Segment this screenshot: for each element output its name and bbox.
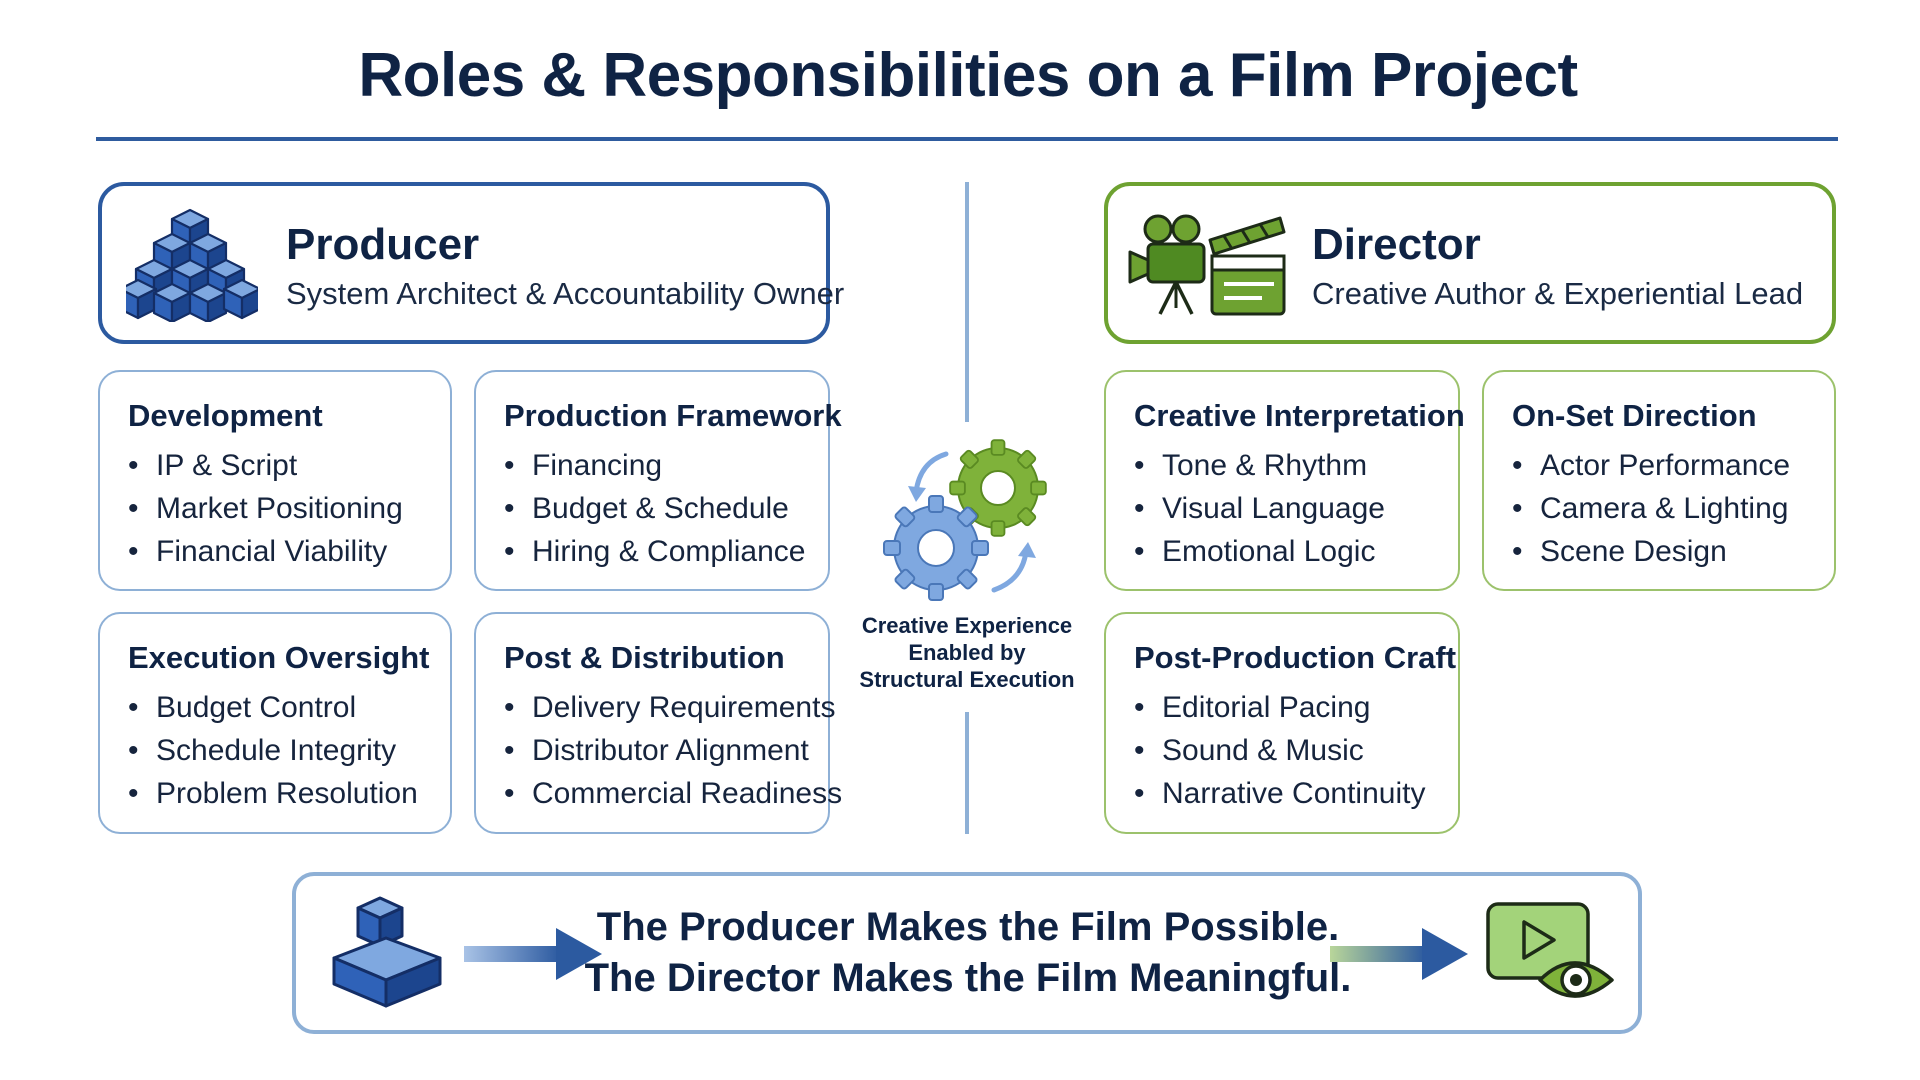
- list-item: IP & Script: [128, 444, 450, 487]
- card-title: Creative Interpretation: [1134, 398, 1465, 433]
- page-title: Roles & Responsibilities on a Film Proje…: [358, 41, 1578, 110]
- arrow-right-icon: [464, 928, 602, 980]
- list-item: Problem Resolution: [128, 772, 450, 815]
- arrow-right-icon: [1330, 928, 1468, 980]
- cube-stack-icon: [332, 896, 442, 1008]
- list-item: Hiring & Compliance: [504, 530, 828, 573]
- caption-line: Creative Experience: [861, 613, 1073, 638]
- list-item: Financing: [504, 444, 828, 487]
- list-item: Budget & Schedule: [504, 487, 828, 530]
- banner-line-1: The Producer Makes the Film Possible.: [596, 905, 1340, 949]
- card-creative-interpretation: Creative Interpretation Tone & Rhythm Vi…: [1104, 370, 1465, 591]
- director-header: Director Creative Author & Experiential …: [1104, 182, 1836, 344]
- list-item: Schedule Integrity: [128, 729, 450, 772]
- list-item: Delivery Requirements: [504, 686, 835, 729]
- title-underline: [96, 137, 1838, 141]
- list-item: Editorial Pacing: [1134, 686, 1458, 729]
- camera-clapperboard-icon: [1128, 214, 1286, 316]
- list-item: Emotional Logic: [1134, 530, 1458, 573]
- list-item: Financial Viability: [128, 530, 450, 573]
- card-execution-oversight: Execution Oversight Budget Control Sched…: [98, 612, 452, 834]
- list-item: Tone & Rhythm: [1134, 444, 1458, 487]
- list-item: Visual Language: [1134, 487, 1458, 530]
- list-item: Market Positioning: [128, 487, 450, 530]
- card-on-set-direction: On-Set Direction Actor Performance Camer…: [1482, 370, 1836, 591]
- list-item: Scene Design: [1512, 530, 1834, 573]
- list-item: Budget Control: [128, 686, 450, 729]
- card-post-production-craft: Post-Production Craft Editorial Pacing S…: [1104, 612, 1460, 834]
- producer-name: Producer: [286, 220, 480, 269]
- card-title: Production Framework: [504, 398, 842, 433]
- list-item: Camera & Lighting: [1512, 487, 1834, 530]
- play-eye-icon: [1486, 902, 1614, 998]
- card-title: Post-Production Craft: [1134, 640, 1457, 675]
- card-production-framework: Production Framework Financing Budget & …: [474, 370, 842, 591]
- center-divider-bottom: [965, 712, 969, 834]
- center-caption: Creative Experience Enabled by Structura…: [840, 612, 1094, 693]
- director-name: Director: [1312, 220, 1481, 269]
- list-item: Actor Performance: [1512, 444, 1834, 487]
- director-subtitle: Creative Author & Experiential Lead: [1312, 276, 1804, 311]
- list-item: Distributor Alignment: [504, 729, 828, 772]
- banner-text: The Producer Makes the Film Possible. Th…: [560, 902, 1376, 1004]
- list-item: Narrative Continuity: [1134, 772, 1458, 815]
- banner-line-2: The Director Makes the Film Meaningful.: [584, 956, 1352, 1000]
- card-development: Development IP & Script Market Positioni…: [98, 370, 452, 591]
- producer-subtitle: System Architect & Accountability Owner: [286, 276, 845, 311]
- producer-header: Producer System Architect & Accountabili…: [98, 182, 844, 344]
- center-divider-top: [965, 182, 969, 422]
- caption-line: Enabled by: [908, 640, 1026, 665]
- list-item: Sound & Music: [1134, 729, 1458, 772]
- gears-icon: [883, 439, 1047, 601]
- list-item: Commercial Readiness: [504, 772, 842, 815]
- card-title: On-Set Direction: [1512, 398, 1757, 433]
- card-title: Post & Distribution: [504, 640, 785, 675]
- card-title: Execution Oversight: [128, 640, 430, 675]
- card-title: Development: [128, 398, 323, 433]
- stacked-cubes-icon: [126, 208, 258, 322]
- caption-line: Structural Execution: [859, 667, 1075, 692]
- card-post-distribution: Post & Distribution Delivery Requirement…: [474, 612, 842, 834]
